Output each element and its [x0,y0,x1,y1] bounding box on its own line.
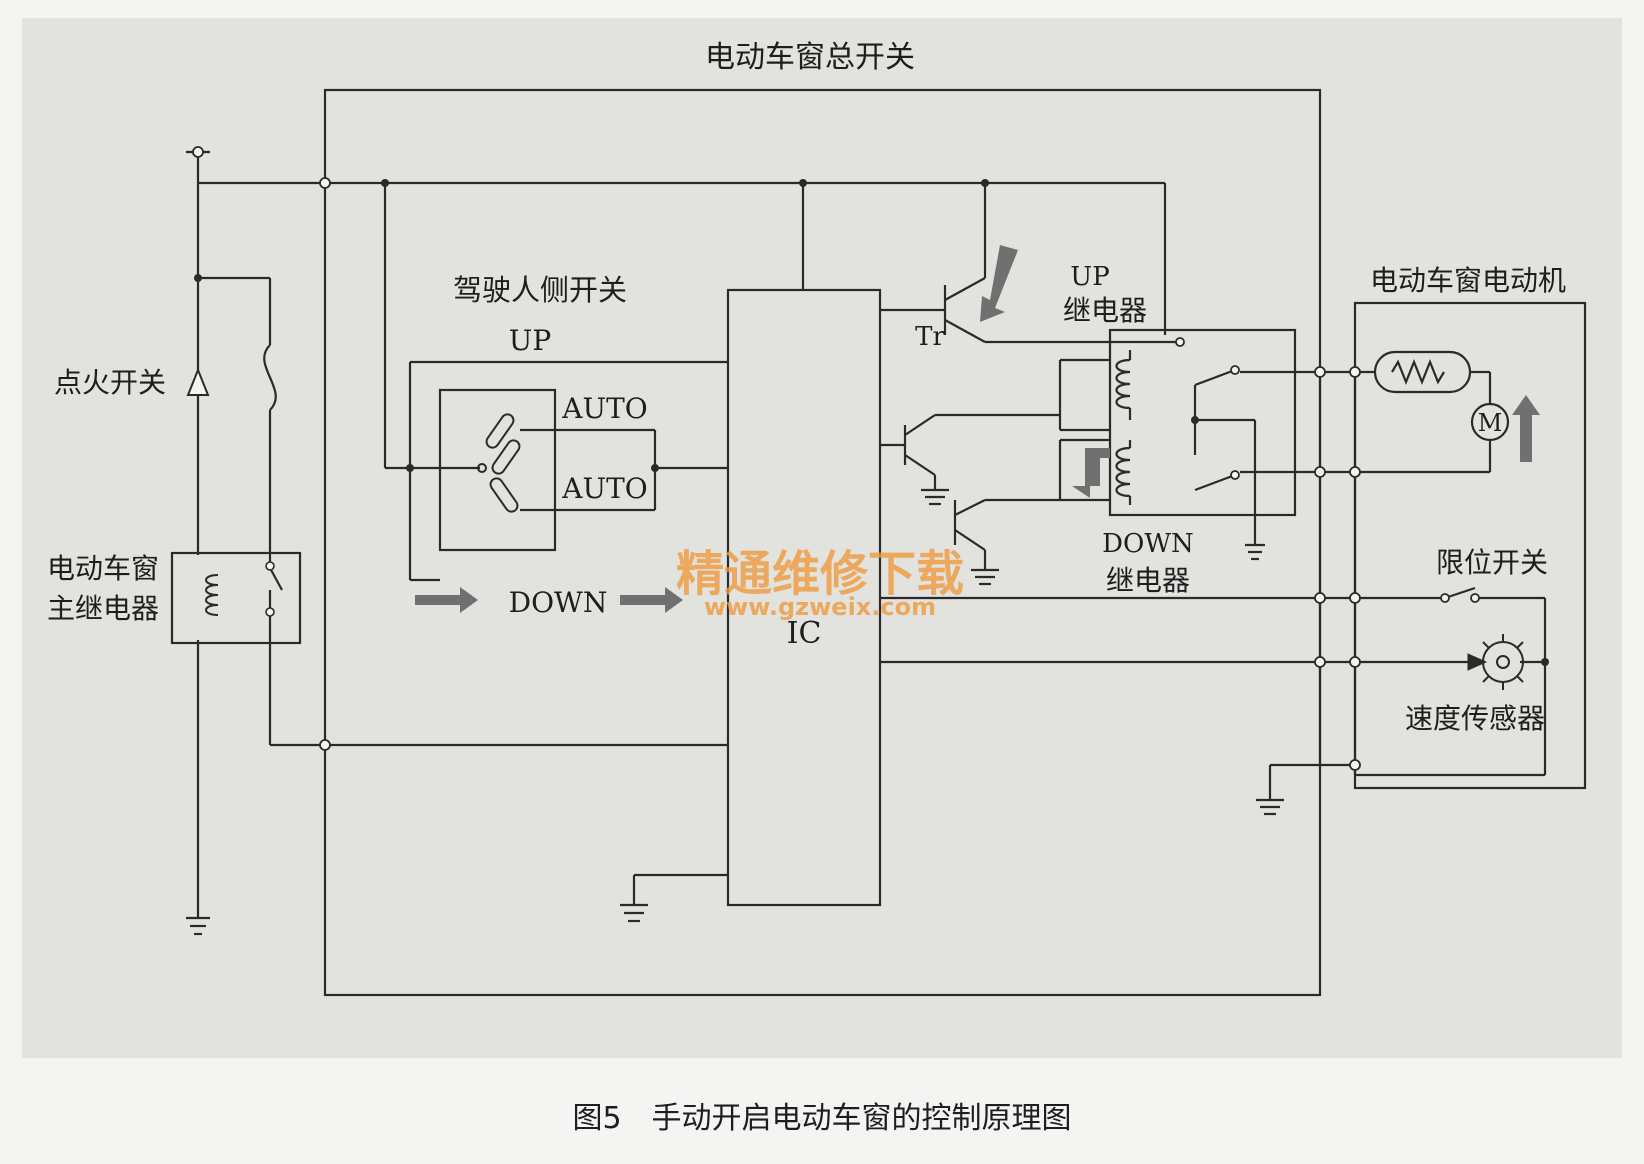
limit-switch-label: 限位开关 [1436,546,1548,579]
ignition-label: 点火开关 [54,366,166,399]
up-relay-label-1: UP [1070,262,1109,292]
ic-label: IC [787,616,822,651]
up-relay-label-2: 继电器 [1063,294,1147,327]
watermark-url: www.gzweix.com [704,593,936,621]
down-relay-label-1: DOWN [1102,529,1194,559]
auto-label-top: AUTO [561,392,647,425]
motor-box-label: 电动车窗电动机 [1370,264,1566,297]
figure-caption: 图5 手动开启电动车窗的控制原理图 [572,1101,1071,1136]
main-relay-label-2: 主继电器 [47,592,159,625]
up-label: UP [509,324,551,357]
relay-block [1108,328,1297,517]
main-relay-coil [205,574,219,616]
speed-sensor-gear [1475,634,1531,690]
motor-symbol: M [1478,409,1503,437]
driver-switch-contacts [477,413,521,513]
wires [170,88,1587,997]
ignition-switch-symbol [186,367,210,396]
driver-switch-box [438,388,557,552]
terminal-points [192,146,1480,771]
main-relay-label-1: 电动车窗 [47,552,159,585]
down-label: DOWN [509,586,608,619]
main-relay-box [170,551,302,645]
driver-switch-label: 驾驶人侧开关 [453,273,627,307]
speed-sensor-label: 速度传感器 [1405,702,1545,735]
junction-dots [194,179,1549,666]
current-flow-arrows [415,245,1540,613]
down-relay-label-2: 继电器 [1106,564,1190,597]
diagram-panel [22,18,1622,1058]
master-switch-title: 电动车窗总开关 [705,40,915,75]
watermark-text: 精通维修下载 [676,546,964,602]
tr-label: Tr [915,322,945,352]
auto-label-bottom: AUTO [561,472,647,505]
